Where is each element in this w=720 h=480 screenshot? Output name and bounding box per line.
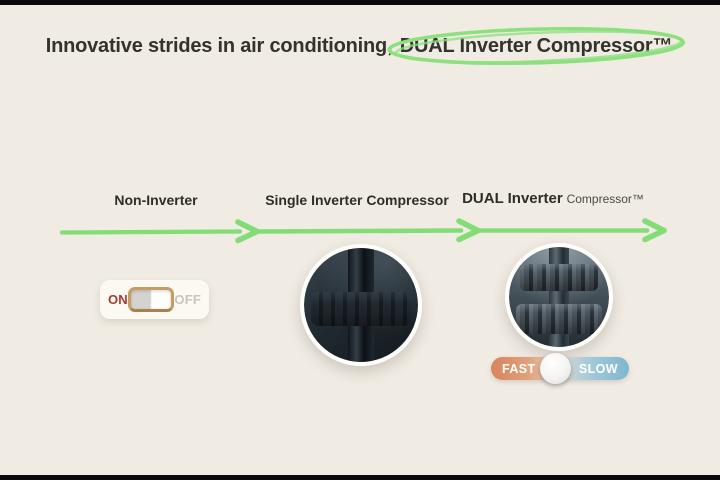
title-highlight-text: DUAL Inverter Compressor™ bbox=[399, 35, 673, 57]
stage-label-single-inverter: Single Inverter Compressor bbox=[265, 192, 449, 208]
dual-compressor-inner bbox=[509, 247, 609, 347]
stage-label-dual-inverter: DUAL Inverter Compressor™ bbox=[453, 190, 653, 207]
compressor-rotor bbox=[311, 292, 411, 326]
speed-slider-knob[interactable] bbox=[540, 353, 571, 384]
title-prefix: Innovative strides in air conditioning, bbox=[45, 35, 398, 57]
single-compressor-image bbox=[300, 244, 422, 366]
toggle-on-label: ON bbox=[108, 292, 128, 307]
title-highlight: DUAL Inverter Compressor™ bbox=[387, 27, 685, 65]
letterbox-bottom bbox=[0, 475, 720, 480]
stage-label-dual-bold: DUAL Inverter bbox=[462, 190, 563, 207]
slow-label: SLOW bbox=[578, 361, 618, 376]
toggle-switch[interactable] bbox=[128, 287, 175, 312]
power-toggle[interactable]: ON OFF bbox=[100, 280, 209, 319]
dual-compressor-image bbox=[505, 243, 613, 351]
fast-label: FAST bbox=[502, 361, 536, 376]
compressor-rotor-upper bbox=[520, 264, 598, 291]
page-title: Innovative strides in air conditioning, … bbox=[0, 27, 720, 65]
toggle-off-label: OFF bbox=[174, 292, 201, 307]
letterbox-top bbox=[0, 0, 720, 5]
timeline-arrow-icon bbox=[59, 218, 667, 244]
stage-label-non-inverter: Non-Inverter bbox=[114, 192, 198, 208]
compressor-rotor-lower bbox=[516, 304, 602, 334]
stage-label-dual-light: Compressor™ bbox=[566, 192, 644, 206]
single-compressor-inner bbox=[304, 248, 418, 362]
